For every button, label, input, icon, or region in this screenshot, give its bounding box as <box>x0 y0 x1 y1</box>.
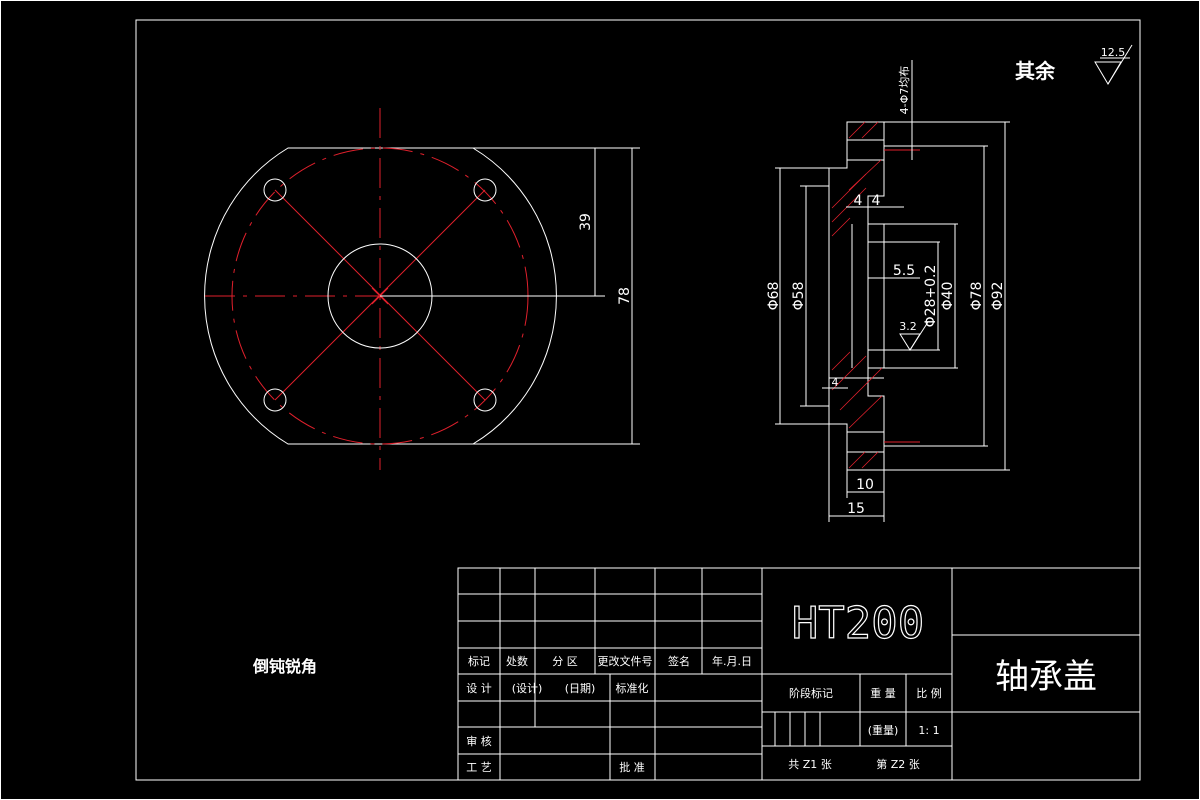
design-sign: (设计) <box>512 682 543 695</box>
dim-10-label: 10 <box>856 477 874 493</box>
design-date: (日期) <box>565 682 596 695</box>
roughness-3-2-symbol: 3.2 <box>899 320 929 351</box>
section-view: 4-Φ7均布 Φ68 Φ58 Φ28+0.2 Φ40 Φ78 Φ92 4 4 5… <box>766 60 1010 522</box>
dim-78-label: 78 <box>617 287 633 305</box>
bolt-hole-bl <box>263 388 287 412</box>
hdr-signature: 签名 <box>668 654 690 668</box>
hdr-date: 年.月.日 <box>712 654 752 668</box>
scale-label: 比 例 <box>916 686 942 700</box>
weight-label: 重 量 <box>870 686 896 700</box>
bolt-hole-tr <box>473 178 497 202</box>
total-sheets: 共 Z1 张 <box>788 758 832 771</box>
approve-label: 批 准 <box>619 760 645 774</box>
hole-note: 4-Φ7均布 <box>898 66 911 115</box>
design-label: 设 计 <box>466 682 492 695</box>
dim-d40-label: Φ40 <box>940 282 956 311</box>
diagonal-line-2 <box>274 189 486 401</box>
dim-d58-label: Φ58 <box>791 282 807 311</box>
front-view: 39 78 <box>204 108 640 470</box>
section-outline <box>828 121 885 471</box>
tech-note: 倒钝锐角 <box>252 657 317 676</box>
dim-d78-label: Φ78 <box>969 282 985 311</box>
roughness-symbol <box>1094 61 1122 85</box>
sheet-number: 第 Z2 张 <box>876 757 920 771</box>
dim-15-label: 15 <box>847 501 865 517</box>
hdr-change-doc: 更改文件号 <box>598 654 653 668</box>
process-label: 工 艺 <box>466 761 492 774</box>
roughness-inner-label: 3.2 <box>899 320 917 333</box>
dim-39-label: 39 <box>578 213 594 231</box>
hdr-zone: 分 区 <box>552 655 578 668</box>
dim-d28-label: Φ28+0.2 <box>923 265 939 328</box>
title-block: 标记 处数 分 区 更改文件号 签名 年.月.日 设 计 (设计) (日期) 标… <box>457 567 1141 781</box>
dim-d68-label: Φ68 <box>766 282 782 311</box>
section-hatching <box>831 121 883 469</box>
dim-4b-label: 4 <box>872 193 881 209</box>
stage-mark-label: 阶段标记 <box>789 686 833 700</box>
roughness-symbol-tail <box>1107 44 1133 85</box>
general-roughness-note: 其余 12.5 <box>1015 44 1133 85</box>
bolt-hole-br <box>473 388 497 412</box>
standardize-label: 标准化 <box>616 681 649 695</box>
surface-note-label: 其余 <box>1015 59 1056 83</box>
dim-d92-label: Φ92 <box>990 282 1006 311</box>
material-label: HT200 <box>792 598 924 649</box>
hdr-mark: 标记 <box>468 654 490 668</box>
review-label: 审 核 <box>466 734 492 748</box>
dim-5-5-label: 5.5 <box>893 263 915 279</box>
dim-4a-label: 4 <box>854 193 863 209</box>
scale-value: 1: 1 <box>918 724 939 737</box>
bolt-hole-tl <box>263 178 287 202</box>
roughness-value: 12.5 <box>1101 46 1126 59</box>
part-name: 轴承盖 <box>995 657 1097 697</box>
weight-value: (重量) <box>868 723 899 737</box>
hdr-count: 处数 <box>506 655 528 668</box>
dim-4c-label: 4 <box>832 376 839 389</box>
